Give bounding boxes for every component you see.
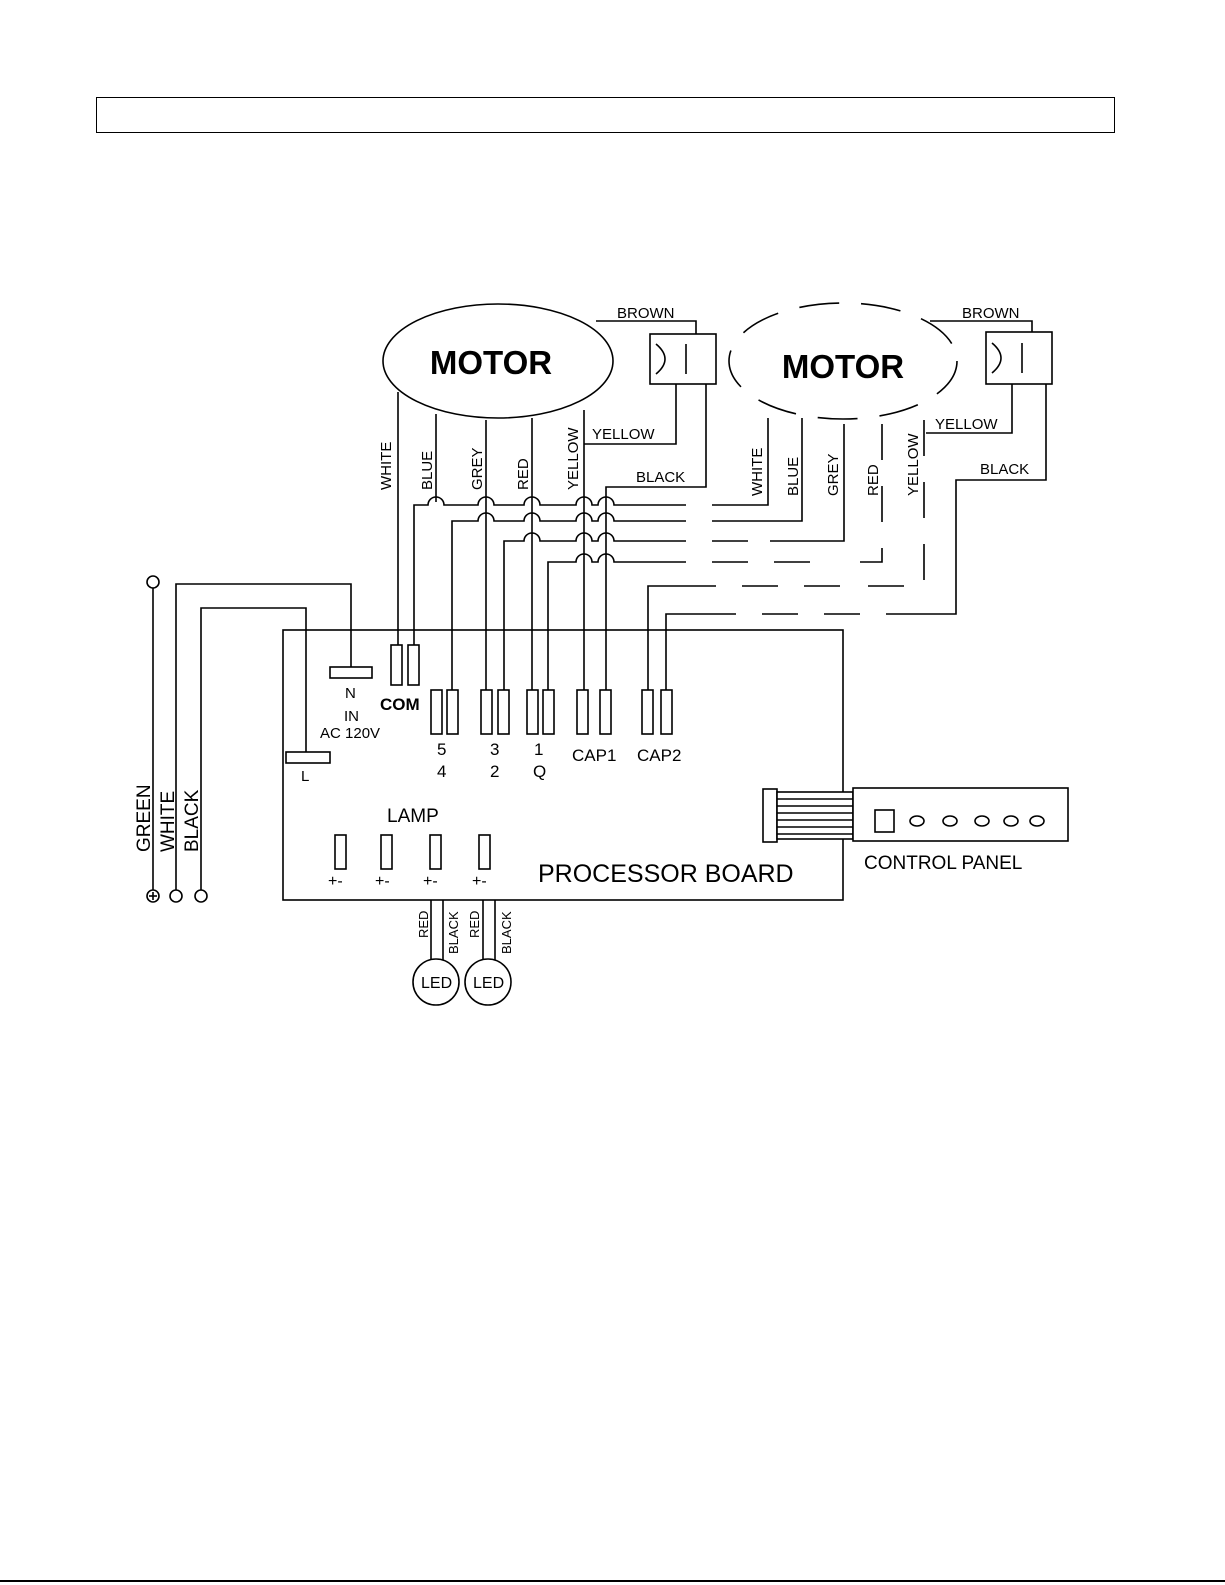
control-panel-indicator-icon — [1030, 816, 1044, 826]
led-right-label: LED — [473, 975, 504, 992]
motor-secondary: MOTOR — [729, 303, 957, 419]
com-label: COM — [380, 695, 420, 714]
led-left-red-label: RED — [416, 911, 431, 938]
control-panel-button-icon — [875, 810, 894, 832]
led-left: LED RED BLACK — [413, 900, 461, 1005]
yellow-wire-label-primary: YELLOW — [592, 426, 655, 443]
cap2-label: CAP2 — [637, 746, 681, 765]
brown-wire-label-secondary: BROWN — [962, 305, 1020, 322]
grey-wire-label-secondary: GREY — [825, 453, 842, 496]
led-left-label: LED — [421, 975, 452, 992]
motor-primary-label: MOTOR — [430, 344, 552, 381]
motor-primary: MOTOR — [383, 304, 613, 418]
terminal-1-label: 1 — [534, 740, 543, 759]
lamp-polarity-1: +- — [328, 873, 343, 890]
yellow-wire-label-secondary: YELLOW — [935, 416, 998, 433]
terminal-4-label: 4 — [437, 762, 446, 781]
brown-wire-label-primary: BROWN — [617, 305, 675, 322]
white-supply-label: WHITE — [158, 791, 179, 852]
control-panel-indicator-icon — [943, 816, 957, 826]
lamp-polarity-4: +- — [472, 873, 487, 890]
control-panel-indicator-icon — [910, 816, 924, 826]
red-wire-label-primary: RED — [515, 458, 532, 490]
lamp-label: LAMP — [387, 806, 439, 827]
yellow-wire-label-secondary-lead: YELLOW — [905, 433, 922, 496]
capacitor-secondary-icon — [986, 332, 1052, 384]
terminal-2-label: 2 — [490, 762, 499, 781]
black-wire-label-primary: BLACK — [636, 469, 685, 486]
processor-board-label: PROCESSOR BOARD — [538, 860, 794, 888]
terminal-q-label: Q — [533, 762, 546, 781]
line-label: L — [301, 768, 309, 785]
led-left-black-label: BLACK — [446, 911, 461, 954]
led-right: LED RED BLACK — [465, 900, 514, 1005]
motor-secondary-label: MOTOR — [782, 348, 904, 385]
blue-wire-label-secondary: BLUE — [785, 457, 802, 496]
neutral-label: N — [345, 685, 356, 702]
led-right-red-label: RED — [467, 911, 482, 938]
blue-wire-label-primary: BLUE — [419, 451, 436, 490]
yellow-wire-label-primary-lead: YELLOW — [565, 427, 582, 490]
green-supply-label: GREEN — [134, 784, 155, 852]
control-panel-indicator-icon — [975, 816, 989, 826]
lamp-polarity-2: +- — [375, 873, 390, 890]
capacitor-primary-icon — [650, 334, 716, 384]
lamp-polarity-3: +- — [423, 873, 438, 890]
led-right-black-label: BLACK — [499, 911, 514, 954]
footer-rule — [0, 1580, 1225, 1582]
red-wire-label-secondary: RED — [865, 464, 882, 496]
black-supply-label: BLACK — [182, 789, 203, 852]
terminal-3-label: 3 — [490, 740, 499, 759]
white-wire-label-primary: WHITE — [378, 442, 395, 490]
control-panel: CONTROL PANEL — [763, 788, 1068, 874]
terminal-5-label: 5 — [437, 740, 446, 759]
grey-wire-label-primary: GREY — [469, 447, 486, 490]
processor-board: PROCESSOR BOARD N IN AC 120V L COM 5 4 3… — [283, 630, 843, 900]
black-wire-label-secondary: BLACK — [980, 461, 1029, 478]
control-panel-label: CONTROL PANEL — [864, 853, 1022, 874]
power-supply: GREEN WHITE BLACK — [134, 576, 351, 902]
ac-voltage-label: AC 120V — [320, 725, 380, 742]
control-panel-indicator-icon — [1004, 816, 1018, 826]
white-wire-label-secondary: WHITE — [749, 448, 766, 496]
input-label: IN — [344, 708, 359, 725]
cap1-label: CAP1 — [572, 746, 616, 765]
